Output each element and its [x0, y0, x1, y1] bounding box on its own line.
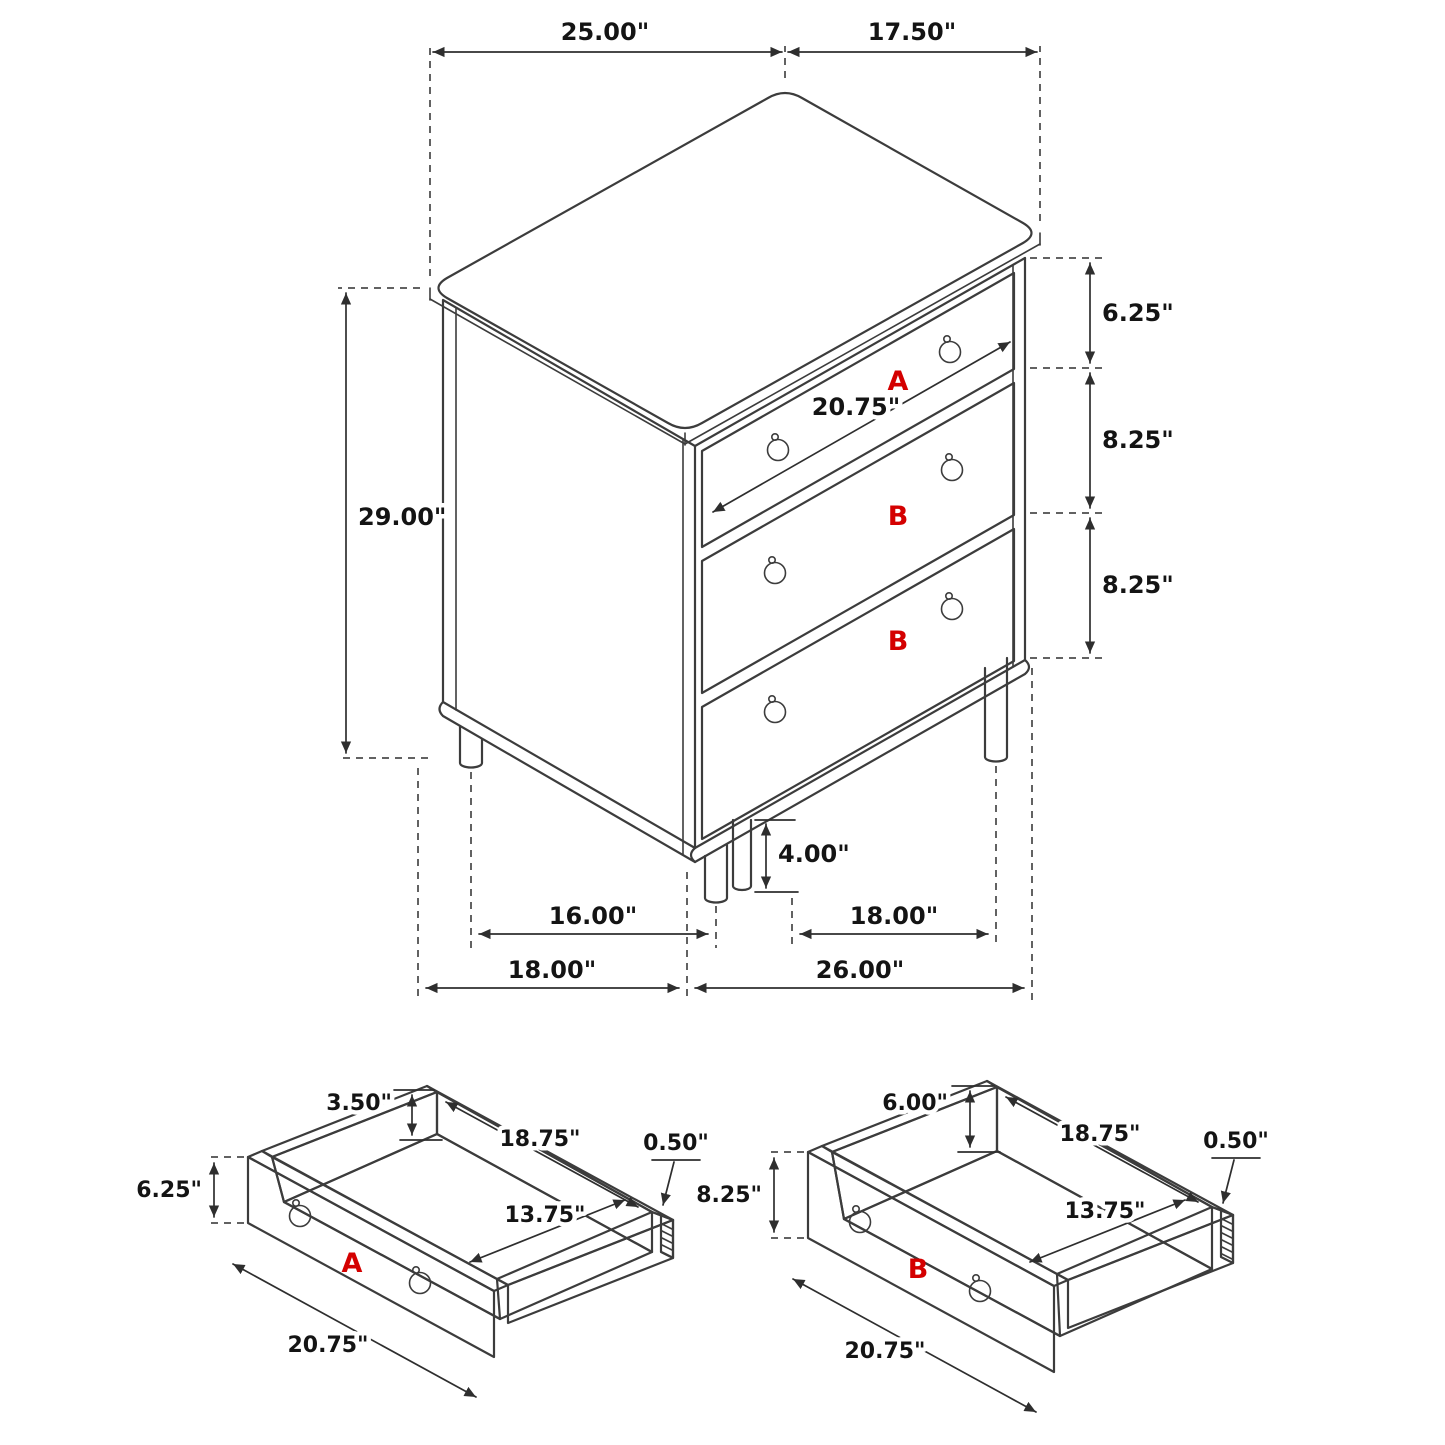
dim-base-depth-label: 18.00" — [508, 956, 596, 984]
right-leg — [983, 656, 1009, 763]
extension-line — [1030, 257, 1106, 659]
left-leg — [458, 724, 484, 769]
drawer-b-front-top-strip — [806, 1144, 1070, 1288]
dim-drawer-width-label: 20.75" — [812, 393, 900, 421]
dim-b-front-width-label: 20.75" — [844, 1339, 925, 1364]
extension-line — [206, 1156, 244, 1224]
drawer-b2-knob-right — [940, 591, 964, 621]
dim-overall-height-label: 29.00" — [358, 503, 446, 531]
dovetail-hatching — [661, 1223, 673, 1258]
dim-b-front-width-line — [792, 1278, 1037, 1413]
drawer-a-front — [700, 271, 1016, 549]
chest-isometric: A B B — [429, 91, 1041, 904]
drawer-b1-knob-left — [763, 555, 787, 585]
extension-line — [417, 668, 1033, 1000]
dim-b-inner-depth-label: 13.75" — [1064, 1199, 1145, 1224]
drawer-a-detail: A 6.25" 3.50" 18.75" 0.50" 13.75" 20.75" — [132, 1084, 713, 1398]
dim-b-back-height-ticks — [951, 1085, 1001, 1153]
drawer-b-wall-end-face — [1219, 1207, 1235, 1265]
dim-drawer-a-height-label: 6.25" — [1102, 299, 1174, 327]
dim-top-depth-label: 17.50" — [868, 18, 956, 46]
dim-a-inner-depth-label: 13.75" — [504, 1203, 585, 1228]
dim-a-back-height-ticks — [393, 1089, 443, 1141]
dim-drawer-b1-height-label: 8.25" — [1102, 426, 1174, 454]
chest-left-face — [441, 298, 697, 850]
drawer-b-knob-left — [848, 1205, 872, 1234]
dim-base-width-label: 26.00" — [816, 956, 904, 984]
extension-line — [429, 46, 1041, 276]
dim-foot-span-left-label: 16.00" — [549, 902, 637, 930]
drawer-b2-knob-left — [763, 694, 787, 724]
drawer-b1-knob-right — [940, 452, 964, 482]
dim-b-wall-thickness-label: 0.50" — [1203, 1129, 1269, 1154]
dim-a-inner-depth-line — [469, 1199, 626, 1263]
dim-b-inner-width-label: 18.75" — [1059, 1122, 1140, 1147]
dim-a-wall-thickness-leader — [660, 1161, 675, 1206]
dim-drawer-b2-height-label: 8.25" — [1102, 571, 1174, 599]
dim-leg-height-label: 4.00" — [778, 840, 850, 868]
main-dimensions: 25.00" 17.50" 6.25" 8.25" 8.25" 29.00" 2… — [338, 14, 1178, 1000]
dim-a-back-height-label: 3.50" — [326, 1091, 392, 1116]
drawer-a-wall-end-face — [659, 1212, 675, 1260]
dim-b-back-height-label: 6.00" — [882, 1091, 948, 1116]
drawer-a-back-wall-inner — [435, 1090, 654, 1254]
dim-a-inner-width-label: 18.75" — [499, 1127, 580, 1152]
front-leg — [703, 843, 729, 904]
extension-line — [766, 1151, 804, 1239]
drawer-a-knob-left — [288, 1199, 312, 1228]
drawer-b-detail-letter: B — [908, 1254, 929, 1285]
dim-a-front-height-label: 6.25" — [136, 1178, 202, 1203]
dim-a-front-width-label: 20.75" — [287, 1333, 368, 1358]
drawer-b2-letter: B — [888, 626, 909, 657]
drawer-a-knob-right — [938, 334, 962, 364]
chest-top-slab-edge — [429, 243, 1041, 445]
drawer-a-interior-bottom — [282, 1132, 654, 1321]
dim-b-front-height-label: 8.25" — [696, 1183, 762, 1208]
left-bottom-rail — [438, 700, 697, 864]
drawer-a-knob-left — [766, 432, 790, 462]
dovetail-hatching — [1221, 1218, 1233, 1260]
dim-a-inner-width-line — [445, 1101, 639, 1208]
chest-top-face — [437, 91, 1033, 430]
drawer-b-detail: B 8.25" 6.00" 18.75" 0.50" 13.75" 20.75" — [692, 1079, 1273, 1413]
drawer-a-detail-letter: A — [342, 1248, 363, 1279]
dim-b-wall-thickness-leader — [1220, 1159, 1235, 1204]
drawer-a-front-inner-face — [270, 1155, 502, 1321]
dim-b-inner-width-line — [1005, 1096, 1199, 1203]
dim-a-front-width-line — [232, 1263, 477, 1398]
dim-b-inner-depth-line — [1029, 1199, 1186, 1263]
drawer-b1-letter: B — [888, 501, 909, 532]
drawer-b2-front — [700, 527, 1016, 841]
drawer-a-right-wall-outer — [506, 1218, 675, 1325]
front-bottom-rail — [689, 658, 1031, 864]
back-leg — [731, 818, 753, 892]
drawer-b-back-wall-inner — [995, 1085, 1214, 1271]
extension-line — [338, 287, 428, 759]
drawer-a-front-top-strip — [246, 1149, 510, 1293]
dim-a-wall-thickness-label: 0.50" — [643, 1131, 709, 1156]
drawer-b-front-inner-face — [830, 1150, 1062, 1338]
dim-foot-span-right-label: 18.00" — [850, 902, 938, 930]
dim-leg-ticks — [754, 819, 799, 893]
dim-top-width-label: 25.00" — [561, 18, 649, 46]
dim-drawer-width-line — [712, 341, 1011, 513]
